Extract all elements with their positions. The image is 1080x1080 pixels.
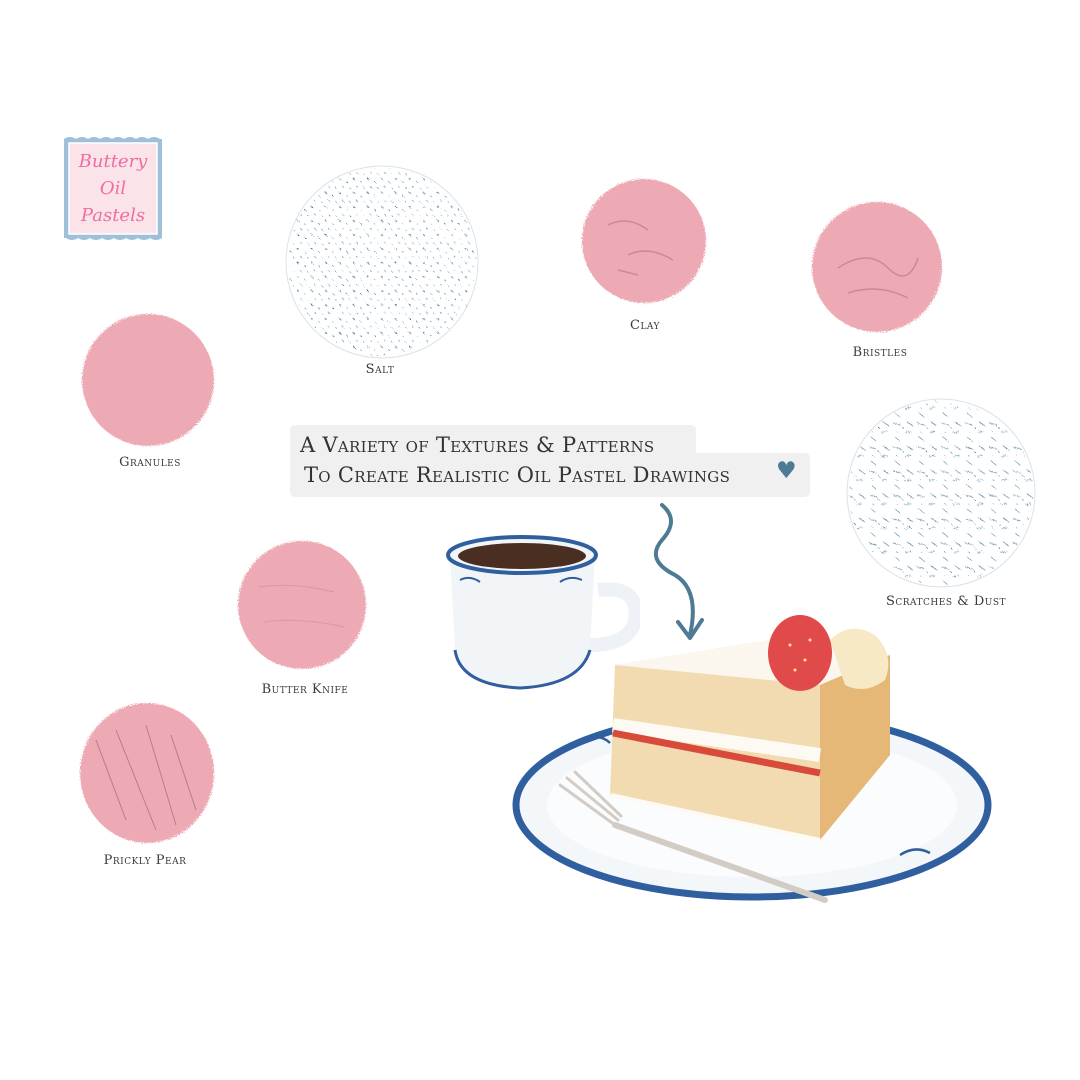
- headline-background: [290, 425, 810, 497]
- butter-knife-label: Butter Knife: [261, 682, 349, 697]
- curved-arrow-icon: [653, 503, 704, 640]
- prickly-pear-label: Prickly Pear: [103, 853, 187, 868]
- cake-slice-illustration: [610, 615, 890, 842]
- granules-texture-swatch: [82, 314, 214, 446]
- scratches-dust-texture-swatch: [846, 398, 1036, 588]
- clay-label: Clay: [630, 318, 660, 333]
- salt-texture-swatch: [285, 165, 479, 359]
- badge-text-line2: Oil: [99, 178, 127, 199]
- clay-texture-swatch: [582, 179, 706, 303]
- badge-text-line3: Pastels: [80, 205, 146, 226]
- salt-label: Salt: [365, 362, 395, 377]
- scratches-dust-label: Scratches & Dust: [885, 594, 1007, 609]
- headline-line2: To Create Realistic Oil Pastel Drawings: [304, 463, 731, 487]
- fork-illustration: [558, 770, 828, 903]
- heart-icon: ♥: [776, 458, 797, 484]
- badge-frame: [64, 137, 162, 240]
- prickly-pear-texture-swatch: [80, 703, 214, 843]
- buttery-oil-pastels-badge: Buttery Oil Pastels: [60, 135, 166, 242]
- granules-label: Granules: [119, 455, 181, 470]
- headline-line1: A Variety of Textures & Patterns: [300, 433, 655, 457]
- coffee-cup-illustration: [446, 535, 640, 690]
- bristles-label: Bristles: [852, 345, 908, 360]
- butter-knife-texture-swatch: [238, 541, 366, 669]
- bristles-texture-swatch: [812, 202, 942, 332]
- headline-block: A Variety of Textures & Patterns To Crea…: [290, 425, 810, 497]
- badge-text-line1: Buttery: [78, 151, 148, 172]
